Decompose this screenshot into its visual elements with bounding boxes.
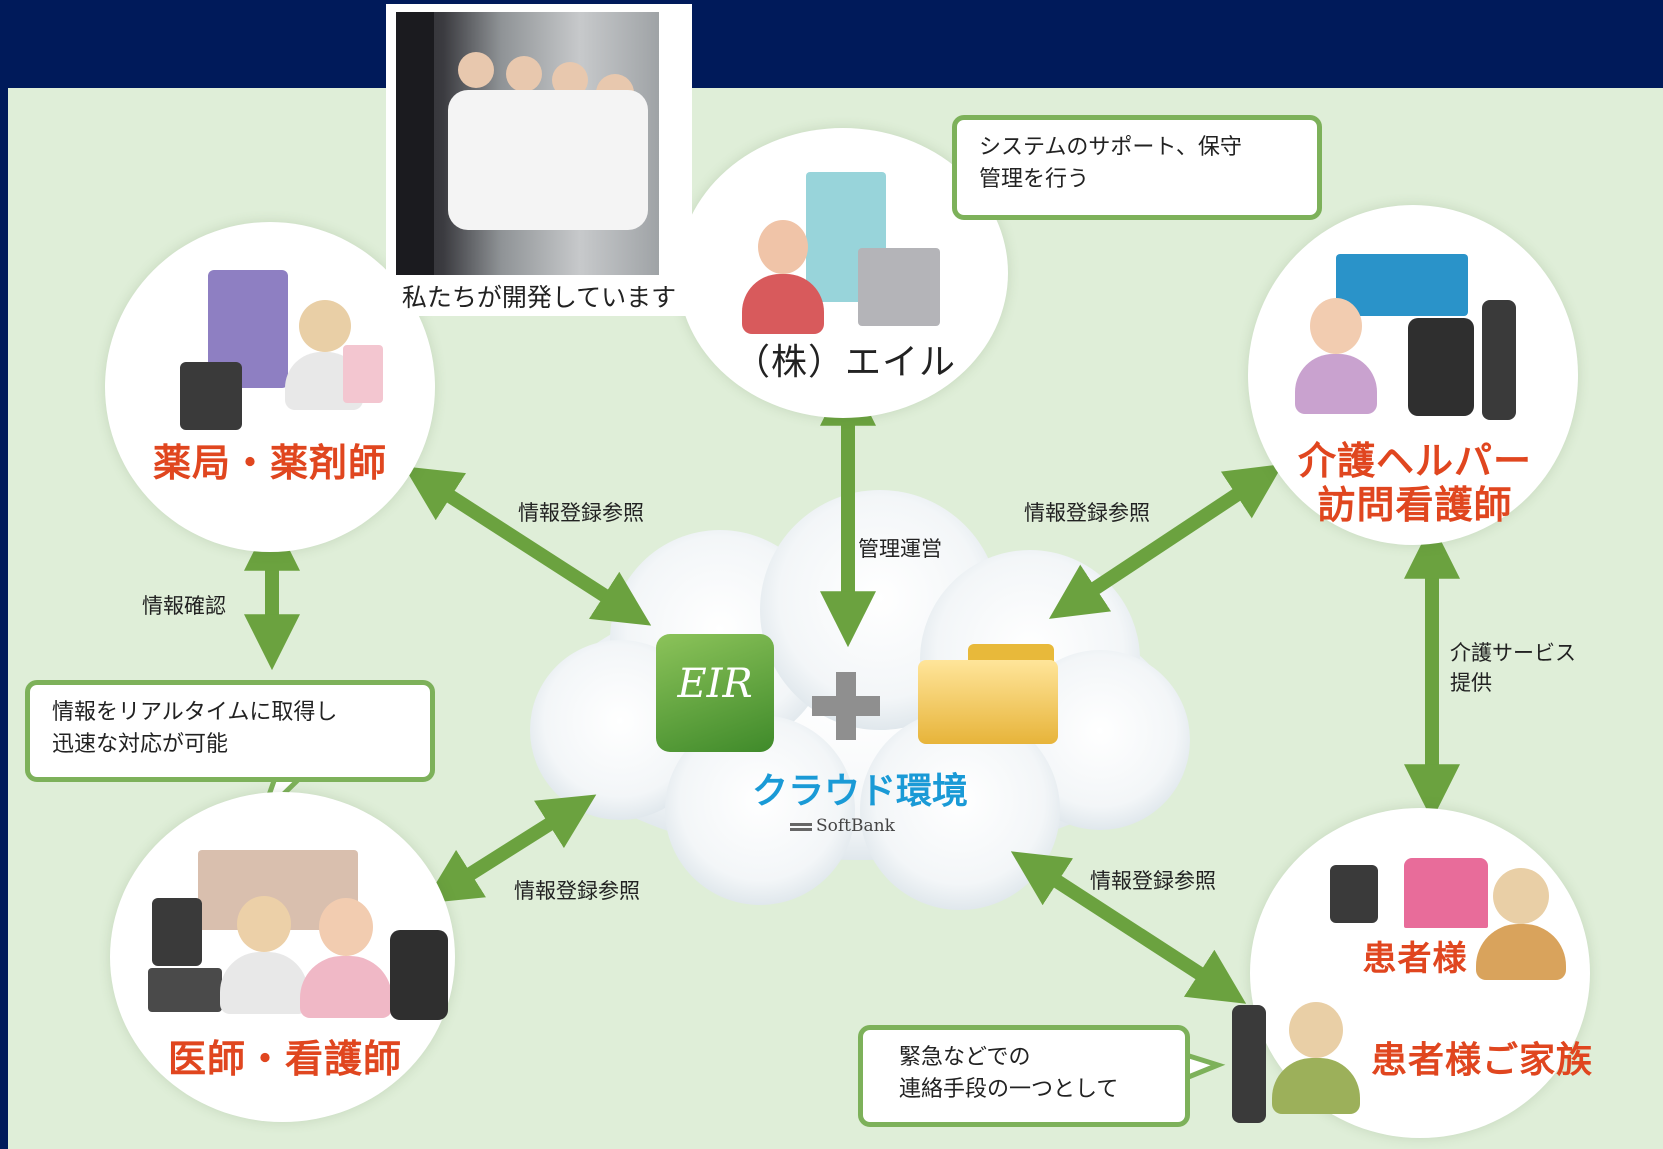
node-patient-label: 患者様 [1362, 939, 1468, 979]
edge-label-care-patient-line2: 提供 [1450, 671, 1492, 695]
operator-avatar-icon [742, 220, 824, 336]
edge-label-pharmacy-doctor: 情報確認 [142, 594, 226, 618]
bubble-doctor-line1: 情報をリアルタイムに取得し [52, 700, 338, 725]
mobile-phone-icon [1232, 1005, 1266, 1123]
edge-label-company-cloud: 管理運営 [858, 537, 942, 561]
phone-icon [180, 362, 242, 430]
bubble-company: システムのサポート、保守 管理を行う [952, 115, 1322, 220]
cloud-shape [530, 490, 1190, 910]
node-company-label: （株）エイル [733, 342, 956, 383]
edge-label-care-cloud: 情報登録参照 [1024, 501, 1150, 525]
node-care-helper-label-line1: 介護ヘルパー [1297, 439, 1532, 483]
softbank-logo: SoftBank [790, 816, 895, 836]
plus-icon [812, 672, 880, 740]
bubble-family-line1: 緊急などでの [899, 1045, 1031, 1070]
team-photo-caption: 私たちが開発しています [401, 283, 677, 312]
monitor-icon [148, 968, 222, 1012]
nurse-avatar-icon [300, 898, 392, 1018]
cloud-title: クラウド環境 [751, 771, 968, 812]
folder-icon [918, 644, 1058, 744]
team-photo [396, 12, 659, 275]
building-icon [1336, 254, 1468, 316]
house-icon [1404, 858, 1488, 928]
node-care-helper-label-line2: 訪問看護師 [1317, 483, 1513, 527]
node-pharmacy-label: 薬局・薬剤師 [152, 441, 387, 485]
phone-icon [1330, 865, 1378, 923]
bubble-tail-family [1183, 1051, 1226, 1082]
phone-icon [152, 898, 202, 966]
doctor-avatar-icon [220, 896, 308, 1014]
tablet-icon [1408, 318, 1474, 416]
bubble-family: 緊急などでの 連絡手段の一つとして [858, 1025, 1190, 1127]
mobile-phone-icon [1482, 300, 1516, 420]
node-family-label: 患者様ご家族 [1370, 1040, 1593, 1081]
arrow-family-cloud [1010, 851, 1247, 1004]
softbank-text: SoftBank [816, 816, 895, 836]
pill-pack-icon [343, 345, 383, 403]
tablet-icon [390, 930, 448, 1020]
edge-label-care-patient-line1: 介護サービス [1450, 641, 1576, 665]
helper-avatar-icon [1295, 298, 1377, 416]
family-avatar-icon [1272, 1002, 1360, 1114]
bubble-family-line2: 連絡手段の一つとして [899, 1076, 1119, 1102]
bubble-doctor: 情報をリアルタイムに取得し 迅速な対応が可能 [25, 680, 435, 782]
node-doctor-label: 医師・看護師 [167, 1037, 402, 1081]
arrow-care-cloud [1048, 464, 1284, 619]
softbank-mark-icon [790, 822, 812, 831]
arrow-doctor-cloud [423, 794, 597, 904]
eir-app-logo: EIR [656, 634, 774, 752]
patient-avatar-icon [1476, 868, 1566, 980]
server-icon [858, 248, 940, 326]
edge-label-doctor-cloud: 情報登録参照 [514, 879, 640, 903]
arrow-pharmacy-cloud [403, 466, 652, 626]
edge-label-family-cloud: 情報登録参照 [1090, 869, 1216, 893]
bubble-doctor-line2: 迅速な対応が可能 [52, 731, 229, 757]
team-photo-frame: 私たちが開発しています [386, 4, 692, 316]
edge-label-pharmacy-cloud: 情報登録参照 [518, 501, 644, 525]
bubble-company-line1: システムのサポート、保守 [979, 135, 1242, 160]
bubble-company-line2: 管理を行う [979, 166, 1090, 192]
